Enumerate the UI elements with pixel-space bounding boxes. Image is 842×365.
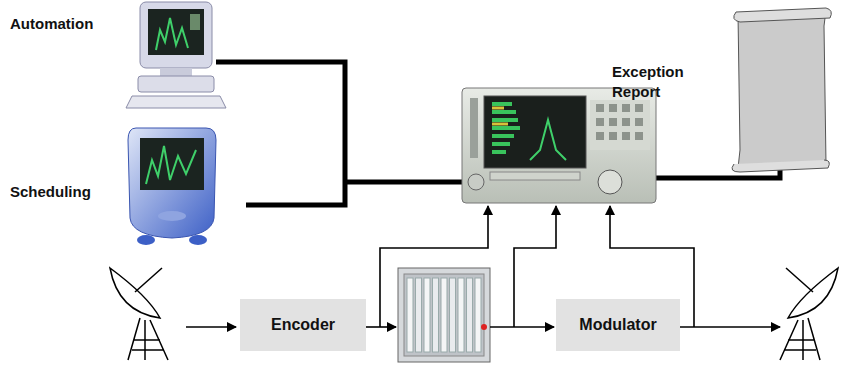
rack-slots	[407, 278, 481, 352]
status-led	[481, 324, 487, 330]
box-text: Encoder	[271, 316, 335, 334]
box-text: Modulator	[579, 316, 656, 334]
uplink-dish	[110, 268, 168, 360]
downlink-dish	[780, 268, 838, 360]
monitor-device	[462, 88, 656, 203]
output-label: Exception Report	[612, 62, 708, 103]
scheduling-imac	[128, 128, 216, 245]
system-label: Automation	[10, 14, 93, 34]
data-bus	[216, 62, 780, 205]
automation-computer	[126, 2, 226, 108]
keypad	[596, 104, 643, 140]
modulator-box: Modulator	[556, 299, 680, 351]
encoder-box: Encoder	[240, 299, 366, 351]
system-label: Scheduling	[10, 182, 91, 202]
mux-rack	[398, 268, 490, 362]
report-scroll	[732, 8, 831, 172]
